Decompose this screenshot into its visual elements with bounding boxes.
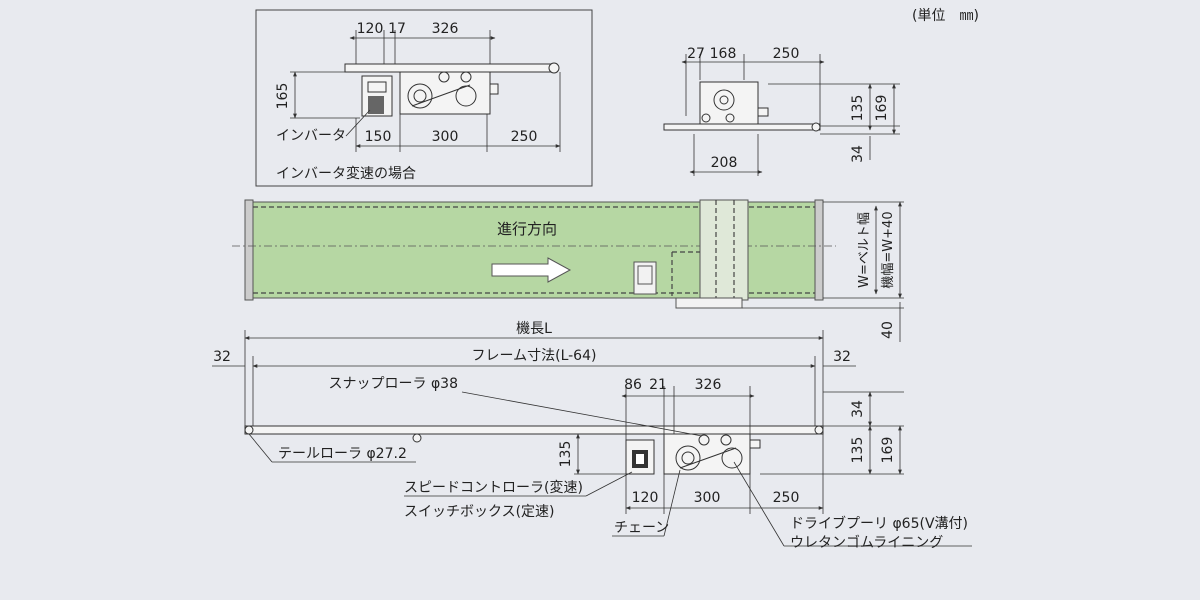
- drive-pulley-label: ドライブプーリ φ65(V溝付): [790, 515, 968, 532]
- right-end-dim: 32: [833, 349, 851, 365]
- speed-controller-label: スピードコントローラ(変速): [404, 479, 583, 496]
- frame-length-label: フレーム寸法(L-64): [472, 348, 597, 364]
- machine-length-label: 機長L: [516, 321, 552, 337]
- inv-dim-326: 326: [432, 21, 459, 37]
- inv-frame-rail: [344, 63, 558, 73]
- side-dim-168: 168: [710, 46, 737, 62]
- side-dim-208: 208: [711, 155, 738, 171]
- dim-169: 169: [880, 437, 896, 464]
- direction-label: 進行方向: [497, 220, 557, 238]
- dim-21: 21: [649, 377, 667, 393]
- snap-roller-label: スナップローラ φ38: [329, 376, 459, 392]
- left-end-dim: 32: [213, 349, 231, 365]
- side-dim-250: 250: [773, 46, 800, 62]
- dim-326: 326: [695, 377, 722, 393]
- inv-dim-165: 165: [275, 83, 291, 110]
- inv-dim-120: 120: [357, 21, 384, 37]
- inv-dim-300: 300: [432, 129, 459, 145]
- inverter-detail: 120 17 326 165 インバータ 150 300 250: [255, 9, 593, 187]
- side-dim-34: 34: [850, 145, 866, 163]
- side-dim-169: 169: [874, 95, 890, 122]
- unit-label: (単位 ㎜): [912, 8, 979, 24]
- dim-120: 120: [632, 490, 659, 506]
- lining-label: ウレタンゴムライニング: [790, 534, 943, 551]
- inv-dim-150: 150: [365, 129, 392, 145]
- plan-dim-40: 40: [880, 321, 896, 339]
- dim-250: 250: [773, 490, 800, 506]
- dim-34: 34: [850, 400, 866, 418]
- direction-arrow-icon: [491, 257, 572, 283]
- plan-view: 進行方向 W=ベルト幅 機幅=W+40 40: [232, 199, 904, 342]
- belt-width-label: W=ベルト幅: [857, 212, 872, 288]
- side-frame-rail: [663, 123, 821, 131]
- side-dim-135: 135: [850, 95, 866, 122]
- dim-86: 86: [624, 377, 642, 393]
- drive-pulley: [721, 447, 743, 469]
- side-dim-27: 27: [687, 46, 705, 62]
- inv-roller: [548, 62, 560, 74]
- tail-roller-label: テールローラ φ27.2: [278, 446, 407, 462]
- inverter-caption: インバータ変速の場合: [276, 165, 416, 182]
- switch-box-label: スイッチボックス(定速): [404, 504, 555, 520]
- dim-300: 300: [694, 490, 721, 506]
- inverter-detail-frame: [255, 9, 593, 187]
- side-view: 27 168 250 135 169 34 208: [663, 46, 900, 176]
- frame-rail: [244, 425, 824, 435]
- inv-dim-17: 17: [388, 21, 406, 37]
- machine-width-label: 機幅=W+40: [881, 211, 896, 288]
- inverter-label: インバータ: [276, 128, 346, 144]
- front-view: 機長L フレーム寸法(L-64) 32 32 スナップローラ φ38: [212, 321, 972, 551]
- inv-dim-250: 250: [511, 129, 538, 145]
- dim-135-left: 135: [558, 441, 574, 468]
- switch-box: [625, 439, 655, 475]
- chain-label: チェーン: [614, 520, 669, 536]
- dim-135-right: 135: [850, 437, 866, 464]
